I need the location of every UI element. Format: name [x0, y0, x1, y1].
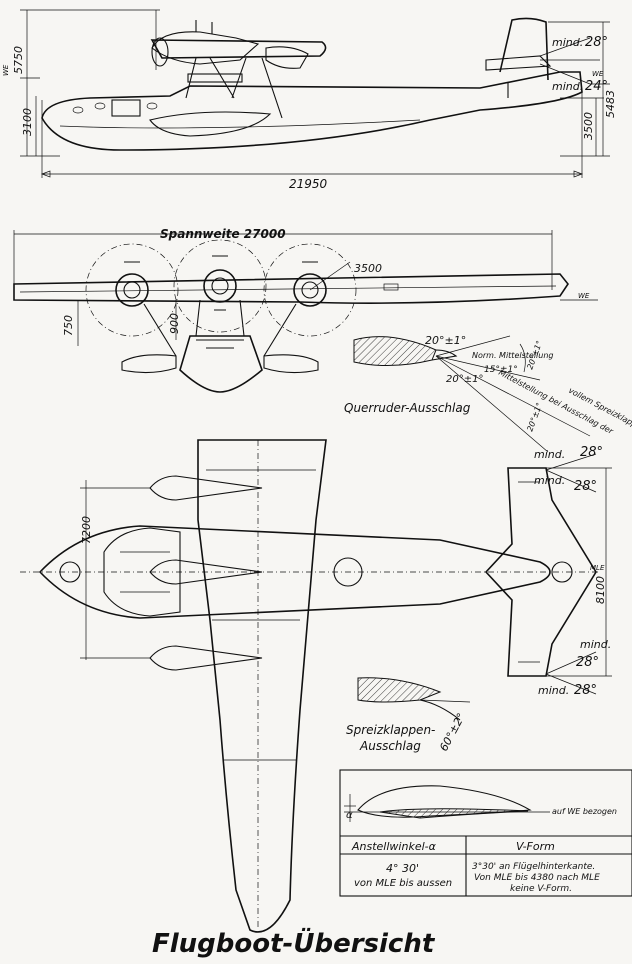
dim-total-height: 5483	[604, 90, 617, 118]
we-mark-left: WE	[2, 64, 10, 76]
we-mark-tail: WE	[592, 70, 604, 78]
profile-note: auf WE bezogen	[552, 807, 617, 816]
col2-value-line2: Von MLE bis 4380 nach MLE	[474, 873, 600, 883]
elevator-angle-2-min: mind.	[534, 474, 565, 487]
elevator-angle-3-min: mind.	[580, 638, 611, 651]
dim-length: 21950	[289, 177, 328, 191]
hull-side	[41, 71, 583, 151]
elevator-angle-1-min: mind.	[534, 448, 565, 461]
col1-value-line1: 4° 30'	[386, 862, 419, 875]
tail-angle-upper-min: mind.	[552, 36, 583, 49]
aileron-detail	[353, 335, 591, 453]
flap-detail	[357, 677, 471, 721]
aileron-angle-down: 20°±1°	[446, 374, 483, 385]
flap-angle: 60°±2°	[437, 711, 468, 753]
aileron-angle-extra: 20°±1°	[525, 401, 544, 432]
dim-float: 750	[62, 315, 75, 336]
elevator-angle-3-value: 28°	[576, 655, 599, 670]
aileron-angle-up: 20°±1°	[425, 334, 466, 347]
aileron-neutral-label: Norm. Mittelstellung	[472, 351, 553, 360]
col1-header: Anstellwinkel-α	[351, 840, 437, 853]
flap-caption-line2: Ausschlag	[359, 739, 421, 753]
side-view	[20, 9, 610, 178]
col1-value-line2: von MLE bis aussen	[354, 878, 452, 889]
elevator-angle-1-value: 28°	[580, 445, 603, 460]
flap-caption-line1: Spreizklappen-	[346, 723, 435, 737]
elevator-angle-4-value: 28°	[574, 683, 597, 698]
col2-value-line1: 3°30' an Flügelhinterkante.	[472, 862, 595, 872]
col2-header: V-Form	[516, 840, 555, 853]
dim-tail-height: 3500	[582, 112, 595, 140]
elevator-angle-4-min: mind.	[538, 684, 569, 697]
dim-hull-height: 3100	[21, 108, 34, 136]
col2-value-line3: keine V-Form.	[510, 884, 572, 894]
prop-diameter: 3500	[354, 262, 382, 275]
mle-label: MLE	[590, 564, 605, 572]
plan-view	[20, 439, 612, 933]
data-table	[339, 769, 632, 897]
elevator-angle-2-value: 28°	[574, 479, 597, 494]
aileron-angle-mid: 15°±1°	[484, 365, 518, 375]
dim-strut: 900	[168, 313, 181, 334]
we-mark-front: WE	[578, 292, 590, 300]
front-view	[13, 230, 598, 393]
tail-angle-lower-value: 24°	[585, 79, 608, 94]
drawing-title: Flugboot-Übersicht	[152, 926, 436, 959]
dim-tail-span: 8100	[594, 576, 607, 604]
tail-angle-upper-value: 28°	[585, 35, 608, 50]
alpha-symbol: α	[346, 810, 353, 821]
tail-angle-lower-min: mind.	[552, 80, 583, 93]
aileron-caption: Querruder-Ausschlag	[344, 401, 471, 415]
dim-overall-height: 5750	[12, 46, 25, 74]
dim-engine-spacing: 7200	[80, 516, 93, 544]
span-label: Spannweite 27000	[160, 227, 286, 241]
